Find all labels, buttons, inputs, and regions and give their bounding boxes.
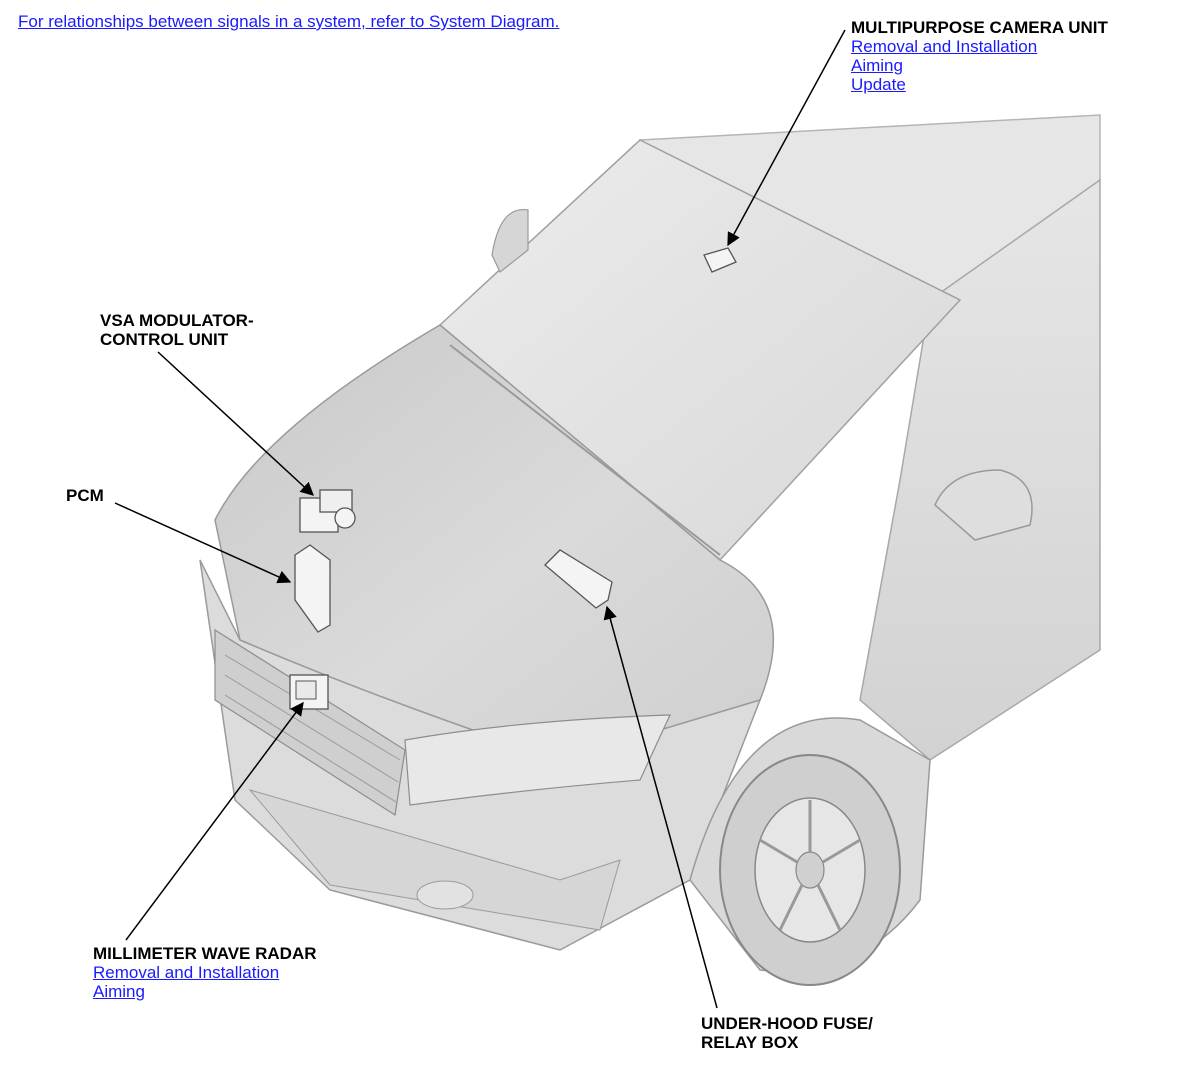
fuse-relay-box-component bbox=[544, 549, 613, 609]
leader-lines bbox=[114, 29, 846, 1009]
vsa-leader bbox=[157, 351, 314, 496]
vsa-label: VSA MODULATOR- CONTROL UNIT bbox=[100, 311, 254, 349]
camera-leader bbox=[727, 29, 846, 247]
radar-removal-link[interactable]: Removal and Installation bbox=[93, 963, 280, 982]
vsa-title-line2: CONTROL UNIT bbox=[100, 330, 229, 349]
vsa-title-line1: VSA MODULATOR- bbox=[100, 311, 254, 330]
pcm-component bbox=[294, 544, 331, 633]
pcm-leader bbox=[114, 502, 292, 584]
camera-label: MULTIPURPOSE CAMERA UNIT Removal and Ins… bbox=[851, 18, 1108, 94]
camera-aiming-link[interactable]: Aiming bbox=[851, 56, 903, 75]
system-diagram-link[interactable]: For relationships between signals in a s… bbox=[18, 12, 560, 31]
radar-component bbox=[289, 674, 329, 710]
pcm-label: PCM bbox=[66, 486, 104, 505]
camera-unit-component bbox=[703, 247, 737, 273]
fuse-label: UNDER-HOOD FUSE/ RELAY BOX bbox=[701, 1014, 873, 1052]
pcm-title: PCM bbox=[66, 486, 104, 505]
camera-title: MULTIPURPOSE CAMERA UNIT bbox=[851, 18, 1108, 37]
camera-removal-link[interactable]: Removal and Installation bbox=[851, 37, 1038, 56]
fuse-leader bbox=[603, 605, 718, 1009]
fuse-title-line1: UNDER-HOOD FUSE/ bbox=[701, 1014, 873, 1033]
radar-aiming-link[interactable]: Aiming bbox=[93, 982, 145, 1001]
radar-leader bbox=[125, 701, 304, 941]
fuse-title-line2: RELAY BOX bbox=[701, 1033, 799, 1052]
vsa-modulator-component bbox=[299, 489, 356, 533]
radar-title: MILLIMETER WAVE RADAR bbox=[93, 944, 317, 963]
radar-label: MILLIMETER WAVE RADAR Removal and Instal… bbox=[93, 944, 317, 1001]
vehicle-body bbox=[199, 114, 1101, 986]
camera-update-link[interactable]: Update bbox=[851, 75, 906, 94]
